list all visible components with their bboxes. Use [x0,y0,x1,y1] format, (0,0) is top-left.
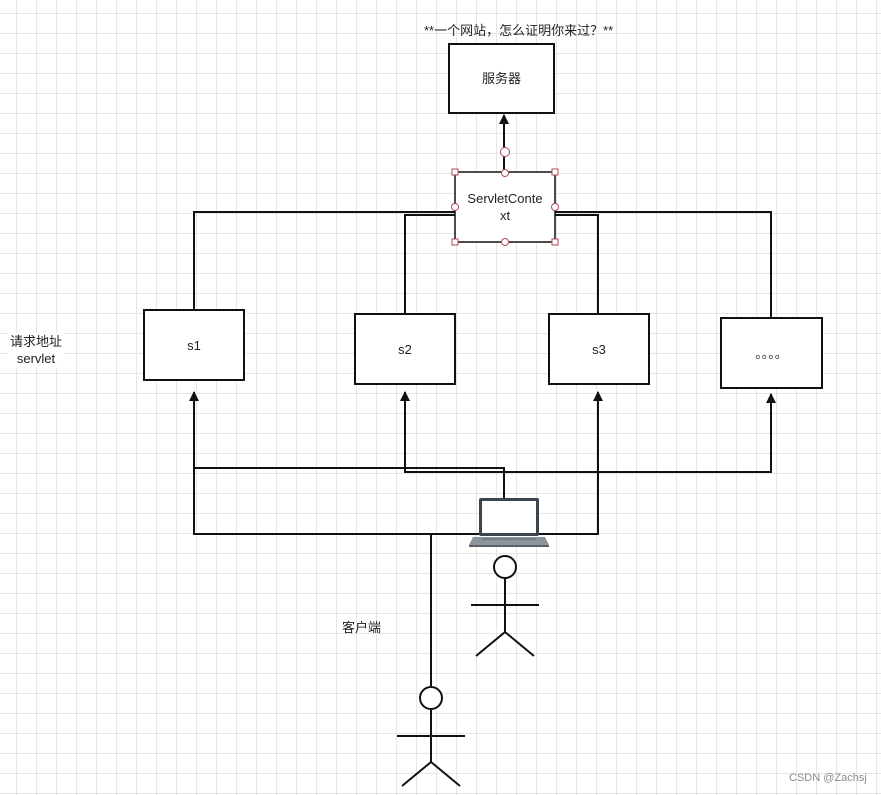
user-icon-small [471,555,539,657]
context-box [454,171,556,243]
connector-laptop-s2 [400,391,504,473]
servlet-label-more-text: 。。。。 [755,345,788,361]
diagram-title: **一个网站，怎么证明你来过？** [424,23,614,38]
connector-laptop-s3 [504,391,603,473]
side-label-line2: servlet [16,351,56,366]
servlet-label-s3-text: s3 [592,341,606,357]
servlet-box-more [720,317,823,389]
connector-s1-context [193,211,455,310]
servlet-box-s2 [354,313,456,385]
context-label-line2: xt [499,208,511,223]
server-box [448,43,555,114]
servlet-box-s3 [548,313,650,385]
client-label: 客户端 [342,620,382,635]
connector-person-s1 [193,468,432,686]
context-label: ServletConte xt [455,172,555,242]
servlet-label-s3: s3 [549,314,649,384]
side-label: 请求地址 servlet [8,333,65,367]
servlet-label-s2-text: s2 [398,341,412,357]
server-label-text: 服务器 [481,71,521,86]
servlet-label-more: 。。。。 [721,318,822,388]
laptop-icon [469,498,549,547]
servlet-label-s1-text: s1 [187,337,201,353]
connector-s2-context [404,214,455,314]
context-label-line1: ServletConte [467,191,543,206]
connector-s4-context [555,211,772,318]
servlet-label-s2: s2 [355,314,455,384]
server-label: 服务器 [449,44,554,113]
connector-s3-context [555,214,599,314]
servlet-label-s1: s1 [144,310,244,380]
connector-laptop-s4 [504,393,776,473]
side-label-line1: 请求地址 [10,334,63,349]
watermark: CSDN @Zachsj [789,772,867,784]
selection-handles [451,147,559,246]
connector-laptop-s1 [189,391,505,498]
user-icon-client [397,686,465,787]
servlet-box-s1 [143,309,245,381]
